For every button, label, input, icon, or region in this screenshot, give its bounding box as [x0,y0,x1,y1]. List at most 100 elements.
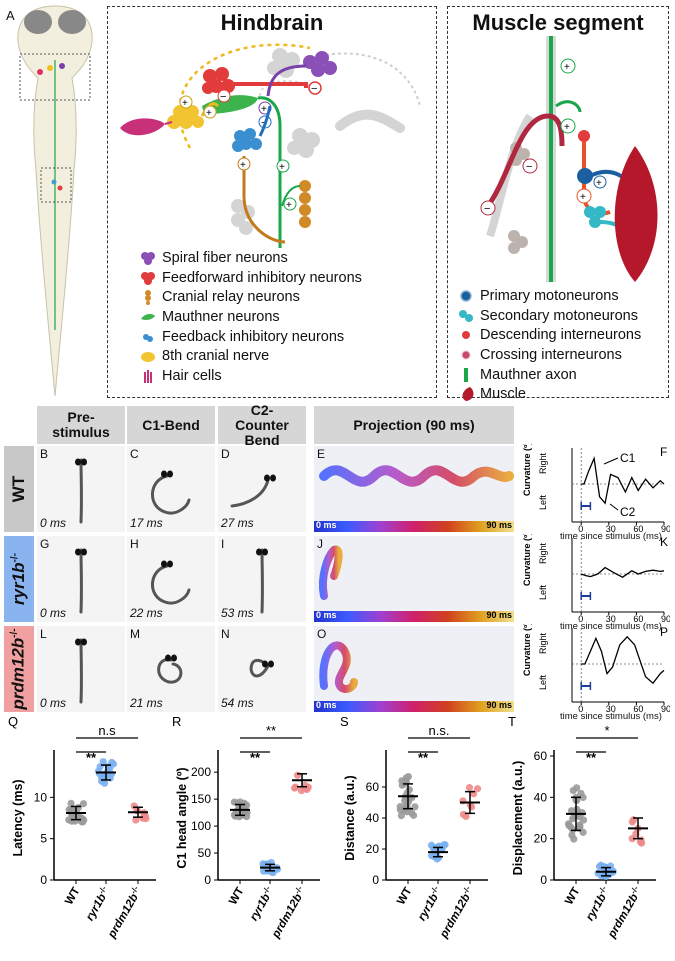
category-label: ryr1b-/- [582,884,613,923]
hindbrain-title: Hindbrain [220,10,324,35]
data-point [580,816,588,824]
significance: * [604,723,609,738]
category-label: WT [63,886,82,907]
annotation-c1: C1 [620,451,636,465]
data-point [567,823,575,831]
colorbar-start: 0 ms [316,700,337,710]
hair-cell-icon [140,368,156,384]
cranial-relay-icon [140,289,156,306]
colorbar-0: 0 ms 90 ms [314,520,514,532]
colorbar-start: 0 ms [316,610,337,620]
descending-interneuron-icon [458,327,474,343]
category-label: prdm12b-/- [603,884,644,941]
significance: ** [266,723,276,738]
svg-text:+: + [286,200,292,211]
panel-letter: H [130,537,139,551]
ytick: 5 [40,832,47,846]
data-point [398,781,406,789]
data-point [569,786,577,795]
colorbar-end: 90 ms [486,700,512,710]
curvature-ylabel: Curvature (º) [522,624,532,676]
hindbrain-circuit-diagram: − + − − + + + + + [120,43,421,248]
svg-text:+: + [596,178,602,189]
colorbar-start: 0 ms [316,520,337,530]
data-point [405,786,413,794]
spiral-fiber-icon [140,250,156,266]
ytick: 40 [366,811,380,825]
panel-letter-a: A [6,8,15,23]
data-point [78,814,86,823]
muscle-title: Muscle segment [472,10,644,35]
frame-time: 53 ms [221,606,254,620]
ytick: 0 [40,873,47,887]
ytick: 0 [372,873,379,887]
larva-illustration [17,5,93,397]
muscle-box [447,6,669,398]
frame-time: 0 ms [40,696,67,710]
row-label-1: ryr1b-/- [4,536,34,622]
legend-feedforward: Feedforward inhibitory neurons [140,268,362,288]
projection-1: J [314,536,514,622]
curvature-xtick: 0 [578,524,583,534]
data-point [409,811,418,819]
panel-letter: J [317,537,323,551]
legend-hair-cells: Hair cells [140,366,362,386]
ytick: 10 [34,790,48,804]
data-point [465,784,474,792]
panel-letter: K [660,535,668,549]
colorbar-end: 90 ms [486,520,512,530]
svg-text:−: − [220,91,226,103]
data-point [79,800,88,808]
data-point [231,812,239,820]
panel-letter: T [508,714,516,729]
panel-letter: L [40,627,47,641]
data-point [304,783,312,791]
row-label-2: prdm12b-/- [4,626,34,712]
svg-text:−: − [526,161,532,173]
data-point [570,835,578,843]
panel-letter: O [317,627,327,641]
data-point [397,812,405,820]
muscle-circuit-diagram: − − + + + + [480,36,658,282]
panel-letter: P [660,625,668,639]
mauthner-icon [140,309,156,325]
panel-letter: I [221,537,225,551]
svg-text:+: + [564,122,570,133]
svg-text:+: + [580,192,586,203]
data-point [567,807,576,815]
category-label: WT [395,886,414,907]
data-point [638,839,646,847]
svg-text:+: + [240,160,246,171]
frame-time: 17 ms [130,516,163,530]
ytick: 50 [198,846,212,860]
curvature-xlabel: time since stimulus (ms) [560,621,662,632]
curvature-ylabel: Curvature (º) [522,534,532,586]
significance: ** [250,750,261,765]
svg-text:+: + [279,162,285,173]
frame-time: 54 ms [221,696,254,710]
cranial-nerve-icon [140,348,156,364]
column-header-projection: Projection (90 ms) [314,406,514,444]
panel-letter: C [130,447,139,461]
panel-letter: N [221,627,230,641]
data-point [576,823,584,831]
curvature-xtick: 30 [606,704,616,714]
curvature-ylabel: Curvature (º) [522,444,532,496]
curvature-xlabel: time since stimulus (ms) [560,711,662,722]
significance: n.s [98,723,116,738]
curvature-left-label: Left [538,584,548,600]
row-label-0: WT [4,446,34,532]
data-point [473,785,482,793]
feedback-icon [140,329,156,345]
ytick: 0 [204,873,211,887]
panel-letter: F [660,445,667,459]
